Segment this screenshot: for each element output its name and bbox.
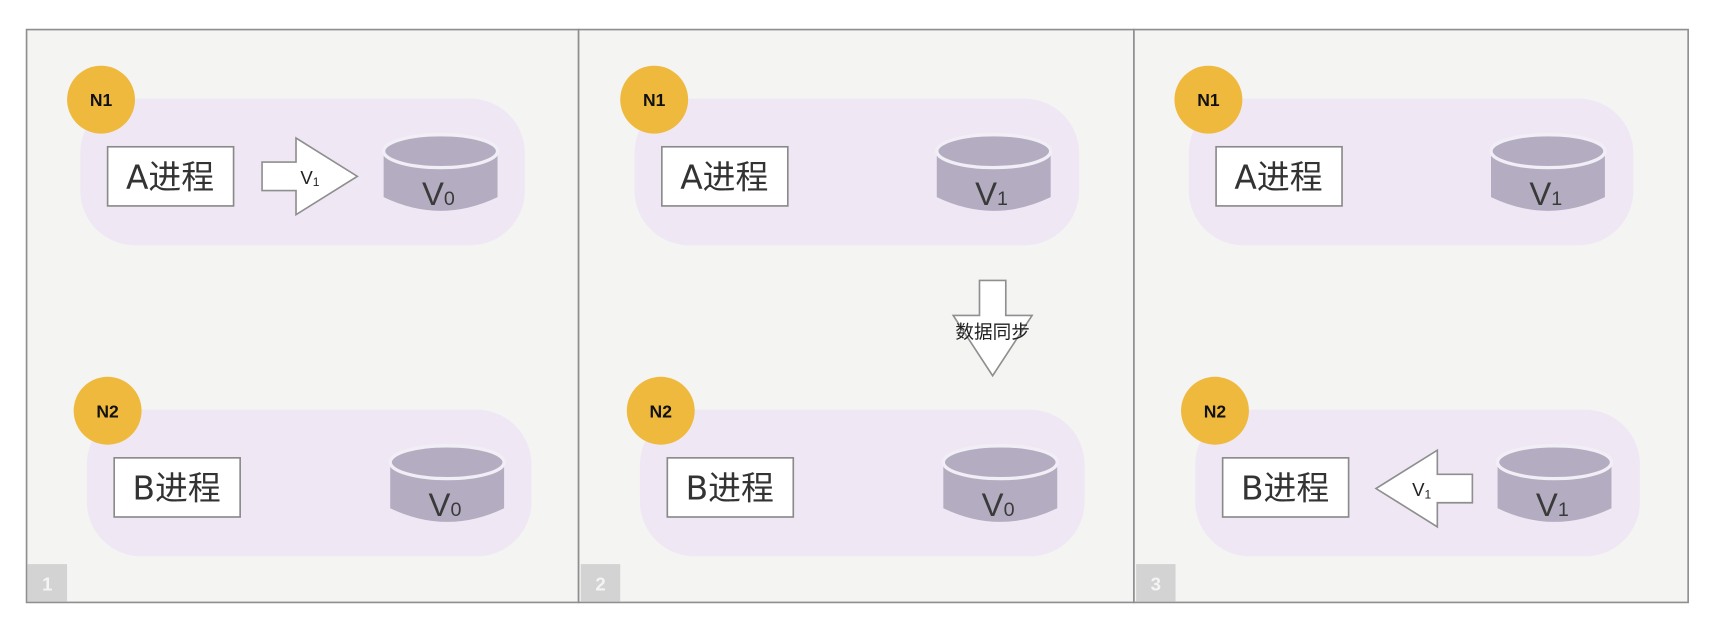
arrow-right-icon <box>261 136 359 217</box>
process-label: A进程 <box>1234 158 1322 196</box>
process-box <box>666 457 795 518</box>
write-arrow: V1 <box>261 136 359 217</box>
sync-arrow: 数据同步 <box>951 279 1034 378</box>
database-top <box>381 133 500 170</box>
sync-label: 数据同步 <box>955 322 1029 343</box>
process-box <box>113 457 241 518</box>
database: V0 <box>388 444 506 523</box>
node-badge-label: N2 <box>1204 401 1227 421</box>
database-top <box>1495 444 1614 481</box>
database: V1 <box>1495 444 1614 523</box>
arrow-label: V1 <box>300 167 319 189</box>
node-badge-label: N1 <box>1197 90 1220 110</box>
node-badge <box>73 376 142 445</box>
database-top <box>941 444 1059 481</box>
step-badge <box>580 564 621 602</box>
database-value: V1 <box>975 175 1008 212</box>
arrow-label: V1 <box>1412 479 1431 501</box>
process-label: A进程 <box>126 158 214 196</box>
database: V1 <box>935 133 1053 212</box>
node-badge-label: N2 <box>96 401 119 421</box>
node-n1: N1 A进程 V1 V0 <box>67 65 525 246</box>
node-n1: N1 A进程 V1 <box>1174 65 1634 246</box>
process-box <box>106 145 235 207</box>
database-top <box>1489 133 1607 170</box>
database-value: V1 <box>1536 486 1569 523</box>
database-top <box>388 444 506 481</box>
process-label: B进程 <box>686 469 774 507</box>
process-box <box>1221 457 1350 518</box>
database: V0 <box>941 444 1059 523</box>
node-badge <box>1181 376 1249 445</box>
database-value: V0 <box>422 175 455 212</box>
database-value: V0 <box>429 486 462 523</box>
database-top <box>935 133 1053 170</box>
node-n2: N2 B进程 V1 V1 <box>1181 376 1640 557</box>
node-badge <box>620 65 689 134</box>
process-box <box>661 145 789 207</box>
arrow-left-icon <box>1374 448 1474 529</box>
arrow-down-icon <box>951 279 1034 378</box>
database: V1 <box>1489 133 1607 212</box>
node-n2: N2 B进程 V0 <box>626 376 1085 557</box>
process-label: B进程 <box>1241 469 1329 507</box>
panel-3: N1 A进程 V1 N2 B进程 V1 V1 <box>1133 28 1689 604</box>
panel-2: N1 A进程 V1 数据同步 N2 B进程 V0 <box>577 28 1135 604</box>
step-badge <box>27 564 68 602</box>
process-label: B进程 <box>132 469 220 507</box>
node-badge-label: N2 <box>650 401 673 421</box>
step-number: 2 <box>595 573 605 594</box>
node-n1: N1 A进程 V1 <box>620 65 1080 246</box>
process-label: A进程 <box>680 158 768 196</box>
step-number: 3 <box>1151 573 1161 594</box>
database-value: V0 <box>982 486 1015 523</box>
step-badge <box>1136 564 1176 602</box>
node-badge <box>67 65 135 134</box>
node-badge <box>626 376 695 445</box>
node-badge-label: N1 <box>90 90 113 110</box>
node-badge <box>1174 65 1243 134</box>
database: V0 <box>381 133 500 212</box>
node-badge-label: N1 <box>643 90 666 110</box>
process-box <box>1215 145 1343 207</box>
read-arrow: V1 <box>1374 448 1474 529</box>
step-number: 1 <box>42 573 52 594</box>
panel-1: N1 A进程 V1 V0 N2 B进程 V0 <box>25 28 580 604</box>
database-value: V1 <box>1529 175 1562 212</box>
node-n2: N2 B进程 V0 <box>73 376 532 557</box>
